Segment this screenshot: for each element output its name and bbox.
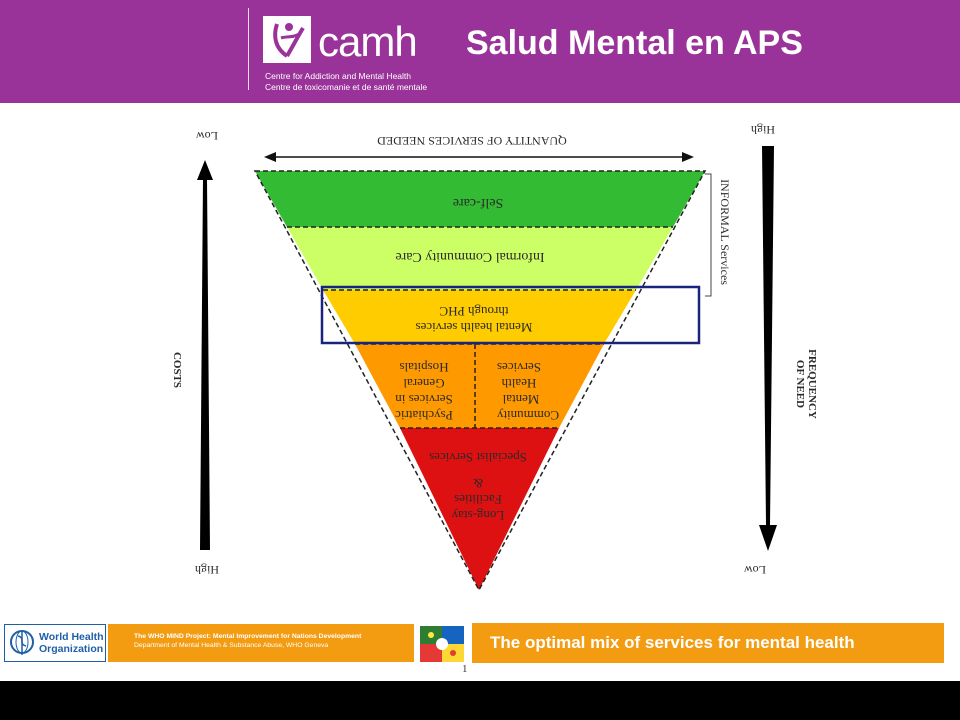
mind-puzzle-logo-icon: [420, 626, 464, 662]
frequency-label-line1: FREQUENCY: [806, 349, 818, 419]
frequency-label-line2: OF NEED: [794, 360, 806, 408]
phc-highlight-box: [320, 285, 701, 345]
psychiatric-label-line3: General: [403, 376, 445, 391]
costs-bottom-label: High: [195, 563, 219, 577]
frequency-bottom-label: Low: [744, 563, 766, 577]
header-divider: [248, 8, 249, 90]
community-label-line3: Health: [501, 376, 536, 391]
camh-logo-icon: [263, 16, 311, 63]
quantity-arrowhead-right: [682, 152, 694, 162]
page-number: 1: [462, 663, 468, 675]
costs-label: COSTS: [171, 352, 183, 388]
quantity-label: QUANTITY OF SERVICES NEEDED: [377, 134, 567, 148]
phc-label-line1: Mental health services: [416, 320, 533, 335]
community-label-line4: Services: [497, 360, 541, 375]
mind-project-department: Department of Mental Health & Substance …: [134, 642, 329, 649]
logo-subtitle-fr: Centre de toxicomanie et de santé mental…: [265, 82, 428, 92]
long-stay-label-line1: Long-stay: [451, 508, 504, 523]
frequency-arrowhead: [759, 525, 777, 551]
slide-title: Salud Mental en APS: [466, 24, 803, 62]
who-emblem-icon: [10, 630, 34, 655]
optimal-mix-banner: The optimal mix of services for mental h…: [472, 623, 944, 663]
psychiatric-label-line2: Services in: [395, 392, 453, 407]
layer-phc: [323, 290, 636, 344]
bottom-black-band: [0, 681, 960, 720]
pyramid-outline: [253, 170, 707, 592]
service-pyramid-diagram: QUANTITY OF SERVICES NEEDED Self-care In…: [171, 123, 818, 592]
long-stay-label-line2: Facilities: [454, 492, 502, 507]
layer-specialist-services: [400, 428, 559, 590]
long-stay-label-line3: &: [473, 476, 483, 491]
layer-hospital-services: [355, 344, 604, 428]
self-care-label: Self-care: [453, 195, 504, 210]
informal-services-bracket: [705, 173, 712, 297]
who-name-line1: World Health: [39, 631, 104, 643]
costs-arrowhead: [197, 160, 213, 180]
frequency-top-label: High: [751, 123, 775, 137]
informal-care-label: Informal Community Care: [395, 249, 544, 264]
layer-informal-community-care: [287, 227, 673, 290]
frequency-arrow-body: [762, 146, 774, 525]
costs-top-label: Low: [196, 129, 218, 143]
who-name-line2: Organization: [39, 643, 104, 655]
who-logo: World Health Organization: [4, 624, 106, 662]
mind-project-bar: The WHO MIND Project: Mental Improvement…: [108, 624, 414, 662]
phc-label-line2: through PHC: [440, 304, 509, 319]
logo-wordmark: camh: [318, 18, 418, 65]
costs-arrow-body: [200, 178, 210, 550]
psychiatric-label-line4: Hospitals: [399, 360, 448, 375]
logo-subtitle-en: Centre for Addiction and Mental Health: [265, 71, 412, 81]
mind-project-title: The WHO MIND Project: Mental Improvement…: [134, 633, 362, 640]
specialist-label: Specialist Services: [429, 450, 527, 465]
layer-self-care: [255, 171, 705, 227]
header-bar: camh Centre for Addiction and Mental Hea…: [0, 0, 960, 103]
psychiatric-label-line1: Psychiatric: [395, 408, 453, 423]
community-label-line2: Mental: [502, 392, 539, 407]
quantity-arrowhead-left: [264, 152, 276, 162]
community-label-line1: Community: [496, 408, 559, 423]
informal-services-label: INFORMAL Services: [718, 179, 732, 285]
optimal-mix-text: The optimal mix of services for mental h…: [490, 633, 855, 652]
